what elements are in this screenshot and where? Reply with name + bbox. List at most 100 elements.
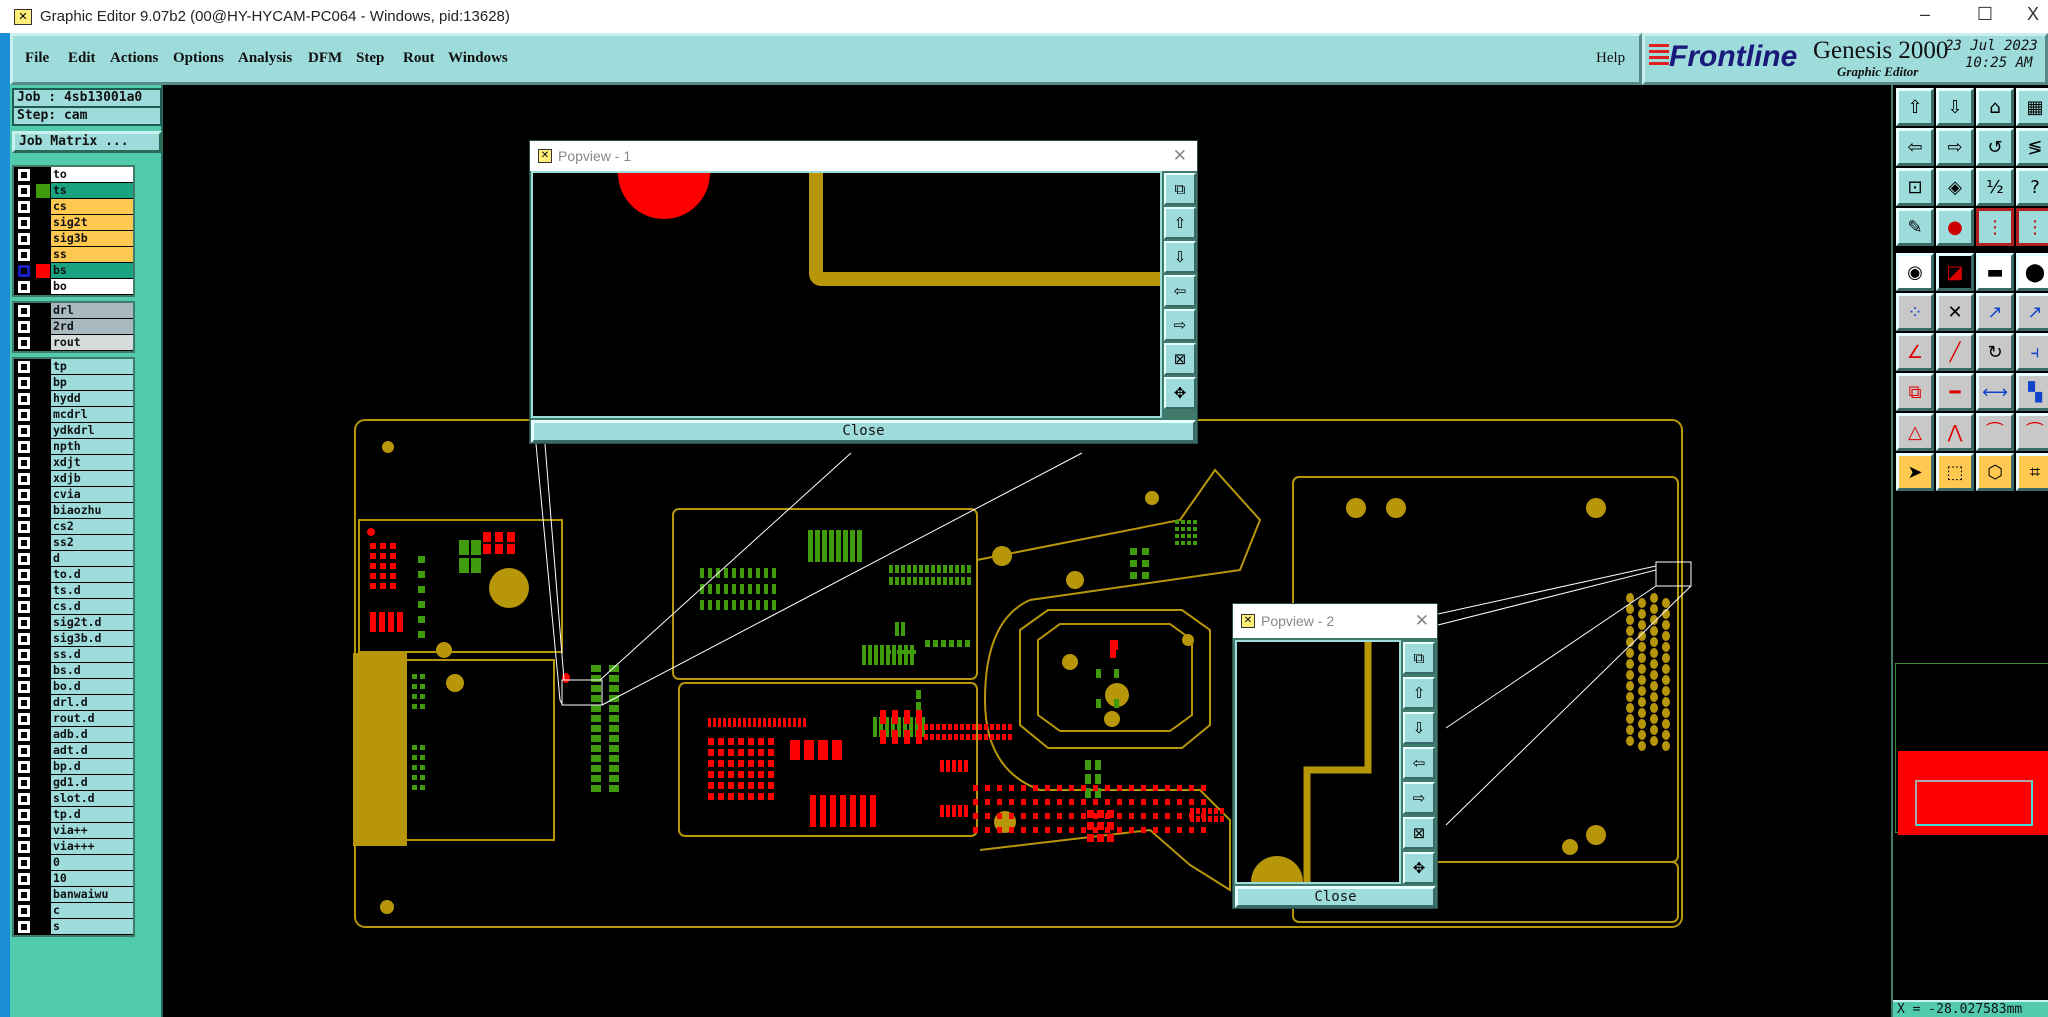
layer-affected-checkbox[interactable] xyxy=(18,425,30,437)
layer-name[interactable]: 10 xyxy=(51,871,133,886)
layer-row[interactable]: ss xyxy=(14,247,133,263)
layer-row[interactable]: bs xyxy=(14,263,133,279)
layer-affected-checkbox[interactable] xyxy=(18,233,30,245)
triangle-button[interactable]: △ xyxy=(1896,413,1934,451)
layer-name[interactable]: slot.d xyxy=(51,791,133,806)
layer-affected-checkbox[interactable] xyxy=(18,569,30,581)
pan-left-button[interactable]: ⇦ xyxy=(1164,275,1196,307)
arc-button[interactable]: ⋀ xyxy=(1936,413,1974,451)
layer-affected-checkbox[interactable] xyxy=(18,905,30,917)
pan-right-button[interactable]: ⇨ xyxy=(1403,782,1435,814)
undo-view-button[interactable]: ↺ xyxy=(1976,128,2014,166)
select-button[interactable]: ➤ xyxy=(1896,453,1934,491)
rotate-button[interactable]: ↻ xyxy=(1976,333,2014,371)
layer-row[interactable]: s xyxy=(14,919,133,935)
menu-dfm[interactable]: DFM xyxy=(308,50,343,66)
layer-display-swatch[interactable] xyxy=(36,920,50,934)
layer-display-swatch[interactable] xyxy=(36,200,50,214)
pan-down-button[interactable]: ⇩ xyxy=(1936,88,1974,126)
layer-name[interactable]: cs2 xyxy=(51,519,133,534)
layer-affected-checkbox[interactable] xyxy=(18,665,30,677)
zoom-out-button[interactable]: ✥ xyxy=(1164,377,1196,409)
layer-row[interactable]: cs.d xyxy=(14,599,133,615)
popview-close-button[interactable]: Close xyxy=(531,420,1196,443)
layer-display-swatch[interactable] xyxy=(36,808,50,822)
layer-name[interactable]: c xyxy=(51,903,133,918)
layer-display-button[interactable]: ⋮ xyxy=(1976,208,2014,246)
layer-name[interactable]: to xyxy=(51,167,133,182)
layer-display-swatch[interactable] xyxy=(36,696,50,710)
layer-display-swatch[interactable] xyxy=(36,424,50,438)
layer-affected-checkbox[interactable] xyxy=(18,265,30,277)
delete-button[interactable]: ✕ xyxy=(1936,293,1974,331)
layer-affected-checkbox[interactable] xyxy=(18,889,30,901)
zoom-back-button[interactable]: ⧉ xyxy=(1164,173,1196,205)
layer-affected-checkbox[interactable] xyxy=(18,681,30,693)
layer-name[interactable]: adt.d xyxy=(51,743,133,758)
layer-affected-checkbox[interactable] xyxy=(18,745,30,757)
angle-button[interactable]: ∠ xyxy=(1896,333,1934,371)
menu-step[interactable]: Step xyxy=(356,50,385,66)
pan-left-button[interactable]: ⇦ xyxy=(1403,747,1435,779)
layer-row[interactable]: ts.d xyxy=(14,583,133,599)
layer-display-swatch[interactable] xyxy=(36,744,50,758)
layer-row[interactable]: sig3b xyxy=(14,231,133,247)
layer-display-swatch[interactable] xyxy=(36,488,50,502)
layer-display-swatch[interactable] xyxy=(36,376,50,390)
layer-display-2-button[interactable]: ⋮ xyxy=(2016,208,2048,246)
layer-name[interactable]: xdjt xyxy=(51,455,133,470)
layer-row[interactable]: tp.d xyxy=(14,807,133,823)
layer-name[interactable]: ss.d xyxy=(51,647,133,662)
pan-up-button[interactable]: ⇧ xyxy=(1403,677,1435,709)
layer-name[interactable]: ts.d xyxy=(51,583,133,598)
layer-display-swatch[interactable] xyxy=(36,536,50,550)
layer-display-swatch[interactable] xyxy=(36,600,50,614)
layer-name[interactable]: bs xyxy=(51,263,133,278)
layer-row[interactable]: ss.d xyxy=(14,647,133,663)
popview-canvas[interactable] xyxy=(1235,640,1401,884)
layer-name[interactable]: drl.d xyxy=(51,695,133,710)
layer-display-swatch[interactable] xyxy=(36,440,50,454)
select-box-button[interactable]: ⬚ xyxy=(1936,453,1974,491)
layer-affected-checkbox[interactable] xyxy=(18,185,30,197)
layer-row[interactable]: 10 xyxy=(14,871,133,887)
layer-affected-checkbox[interactable] xyxy=(18,489,30,501)
layer-display-swatch[interactable] xyxy=(36,232,50,246)
layer-display-swatch[interactable] xyxy=(36,824,50,838)
layer-affected-checkbox[interactable] xyxy=(18,281,30,293)
layer-affected-checkbox[interactable] xyxy=(18,761,30,773)
layer-display-swatch[interactable] xyxy=(36,712,50,726)
home-button[interactable]: ⌂ xyxy=(1976,88,2014,126)
menu-options[interactable]: Options xyxy=(173,50,224,66)
layer-name[interactable]: cvia xyxy=(51,487,133,502)
layer-affected-checkbox[interactable] xyxy=(18,201,30,213)
layer-affected-checkbox[interactable] xyxy=(18,409,30,421)
layer-row[interactable]: rout.d xyxy=(14,711,133,727)
layer-name[interactable]: 2rd xyxy=(51,319,133,334)
layer-affected-checkbox[interactable] xyxy=(18,921,30,933)
zoom-back-button[interactable]: ⧉ xyxy=(1403,642,1435,674)
layer-row[interactable]: via++ xyxy=(14,823,133,839)
layer-display-swatch[interactable] xyxy=(36,776,50,790)
layer-row[interactable]: xdjt xyxy=(14,455,133,471)
layer-display-swatch[interactable] xyxy=(36,552,50,566)
layer-name[interactable]: tp.d xyxy=(51,807,133,822)
layer-affected-checkbox[interactable] xyxy=(18,169,30,181)
snake-button[interactable]: ≶ xyxy=(2016,128,2048,166)
layer-affected-checkbox[interactable] xyxy=(18,441,30,453)
layer-name[interactable]: bo.d xyxy=(51,679,133,694)
layer-row[interactable]: slot.d xyxy=(14,791,133,807)
layer-row[interactable]: bp xyxy=(14,375,133,391)
layer-row[interactable]: ss2 xyxy=(14,535,133,551)
layer-display-swatch[interactable] xyxy=(36,872,50,886)
pan-right-button[interactable]: ⇨ xyxy=(1936,128,1974,166)
layer-row[interactable]: adb.d xyxy=(14,727,133,743)
mirror-button[interactable]: ⫞ xyxy=(2016,333,2048,371)
layer-affected-checkbox[interactable] xyxy=(18,521,30,533)
layer-name[interactable]: sig2t xyxy=(51,215,133,230)
layer-row[interactable]: hydd xyxy=(14,391,133,407)
layer-affected-checkbox[interactable] xyxy=(18,697,30,709)
popview-title-bar[interactable]: ✕ Popview - 2 ✕ xyxy=(1233,604,1437,638)
layer-display-swatch[interactable] xyxy=(36,584,50,598)
layer-row[interactable]: sig2t xyxy=(14,215,133,231)
